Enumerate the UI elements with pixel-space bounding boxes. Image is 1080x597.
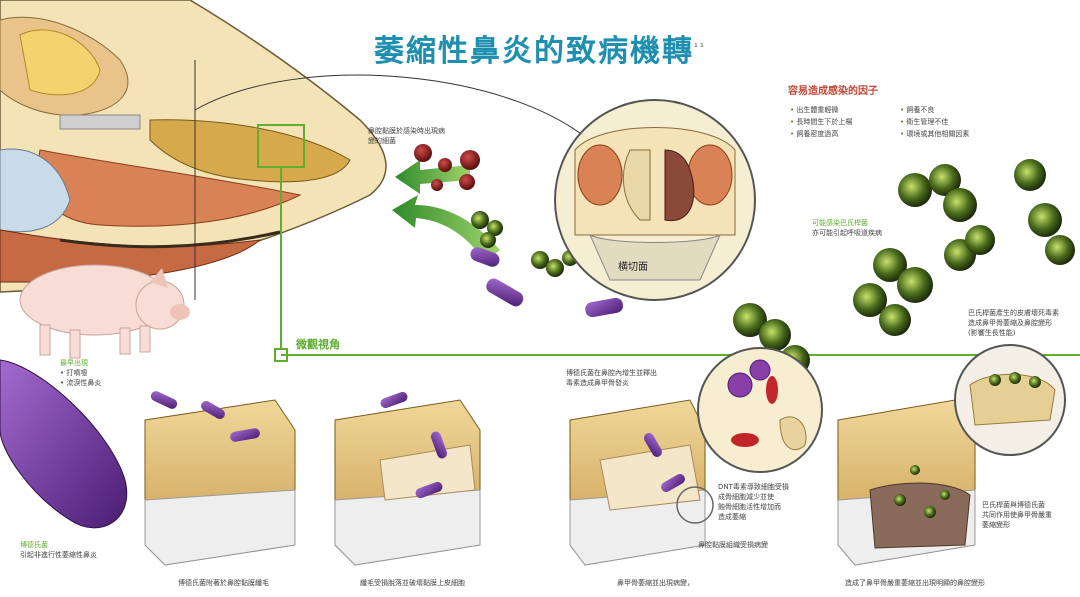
stage3-small-note: 鼻腔黏膜組織受損病變 <box>698 541 768 549</box>
page-title: 萎縮性鼻炎的致病機轉¹¹ <box>330 26 750 70</box>
stage3-caption: 鼻甲骨萎縮並出現病變， <box>617 579 694 587</box>
micro-view-label: 微觀視角 <box>296 338 340 351</box>
bacteria-note: 鼻腔黏膜於感染時出現病變的細菌 <box>368 127 445 145</box>
risk-item: 飼養不良 <box>900 104 969 116</box>
red-particles <box>414 144 480 191</box>
bordetella-large <box>0 359 128 529</box>
pasteurella-cluster-large <box>733 159 1075 375</box>
cross-section-circle <box>554 99 756 301</box>
risk-item: 出生體重輕微 <box>790 104 852 116</box>
title-text: 萎縮性鼻炎的致病機轉 <box>374 34 695 69</box>
pasteurella-cluster-small <box>471 211 578 277</box>
pig-head-section <box>0 0 387 293</box>
risk-item: 飼養密度過高 <box>790 128 852 140</box>
risk-item: 長時間生下於上楊 <box>790 116 852 128</box>
piglet <box>19 264 190 359</box>
stage2-caption: 纖毛受損脫落並破壞黏膜上皮細胞 <box>360 579 465 587</box>
pasteurella-detail: 巴氏桿菌產生的皮膚壞死毒素 造成鼻甲骨萎縮及鼻腔變形 (影響生長性能) <box>968 309 1059 337</box>
stage4-detail: 巴氏桿菌與博德氏菌 共同作用使鼻甲骨嚴重 萎縮變形 <box>982 501 1052 529</box>
risk-factors-left: 出生體重輕微 長時間生下於上楊 飼養密度過高 <box>790 104 852 140</box>
stage3-top-note: 博德氏菌在鼻腔內增生並釋出 毒素造成鼻甲骨發炎 <box>566 369 657 387</box>
title-mark: ¹¹ <box>694 43 706 53</box>
bordetella-rods <box>470 247 623 318</box>
stage3-detail: DNT毒素導致細胞受損 成骨細胞減少並使 蝕骨細胞活性增加而 造成萎縮 <box>718 483 789 521</box>
cross-section-label: 横切面 <box>618 262 648 273</box>
stage-block-1 <box>144 391 296 566</box>
stage-block-4 <box>837 399 976 566</box>
stage-block-3 <box>569 399 714 566</box>
stage-block-2 <box>334 391 481 566</box>
arrow-icon <box>395 160 470 194</box>
risk-factors-heading: 容易造成感染的因子 <box>788 86 878 97</box>
arrow-icon <box>392 195 500 262</box>
stage1-caption: 博德氏菌附著於鼻腔黏膜纖毛 <box>178 579 269 587</box>
risk-factors-right: 飼養不良 衛生管理不佳 環境或其他相關因素 <box>900 104 969 140</box>
bordetella-note: 最早出現 • 打噴嚏 • 流淚性鼻炎 <box>60 359 102 387</box>
risk-item: 衛生管理不佳 <box>900 116 969 128</box>
zoom-circle-stage4 <box>954 344 1066 456</box>
risk-item: 環境或其他相關因素 <box>900 128 969 140</box>
pasteurella-note: 可能感染巴氏桿菌 亦可能引起呼吸道疾病 <box>812 219 882 237</box>
zoom-circle-stage3 <box>697 347 823 473</box>
stage4-caption: 造成了鼻甲骨嚴重萎縮並出現明顯的鼻腔變形 <box>845 579 985 587</box>
bordetella-tag: 博德氏菌 引起非進行性萎縮性鼻炎 <box>20 541 97 559</box>
